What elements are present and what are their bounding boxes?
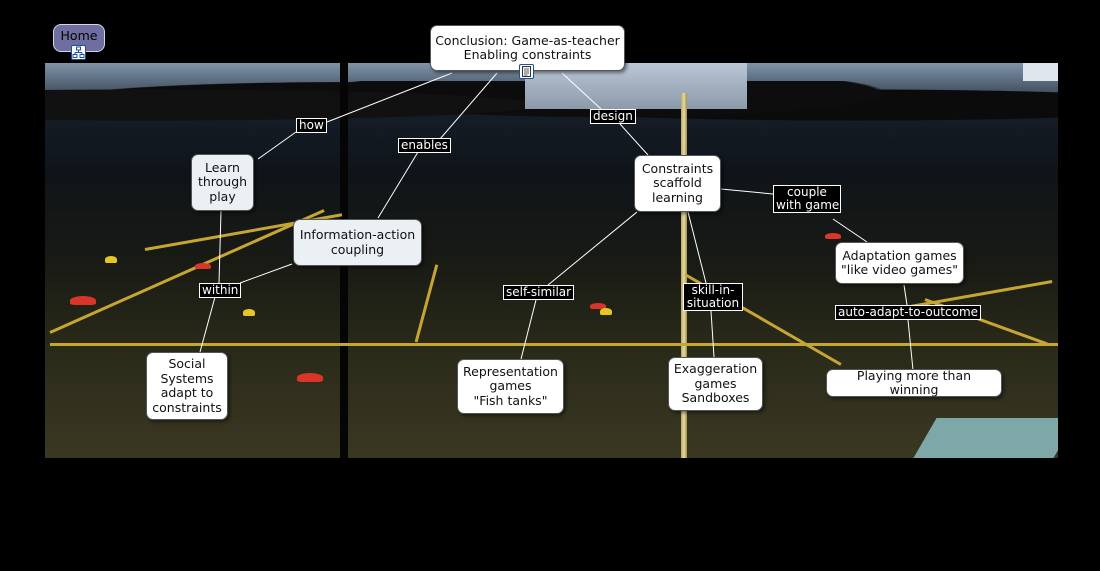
concept-text: learning	[652, 189, 703, 205]
link-line	[326, 72, 453, 123]
concept-text: Systems	[160, 370, 214, 386]
document-icon[interactable]	[519, 64, 534, 79]
concept-text: Social	[168, 356, 206, 371]
concept-text: Adaptation games	[842, 247, 957, 263]
hoop-pole	[681, 93, 687, 458]
link-line	[907, 319, 914, 371]
concept-text: adapt to	[160, 385, 214, 400]
concept-text: Exaggeration	[673, 361, 758, 377]
link-line	[619, 123, 649, 156]
link-line	[377, 151, 419, 219]
concept-social-systems[interactable]: Social Systems adapt to constraints	[146, 352, 228, 420]
concept-adaptation-games[interactable]: Adaptation games "like video games"	[835, 242, 964, 284]
concept-playing-more-than-winning[interactable]: Playing more than winning	[826, 367, 1002, 397]
concept-conclusion[interactable]: Conclusion: Game-as-teacher Enabling con…	[430, 25, 625, 71]
link-text: self-similar	[506, 285, 572, 299]
court-line	[50, 343, 1058, 346]
concept-text: constraints	[152, 399, 222, 415]
link-text: enables	[401, 138, 448, 152]
concept-text: play	[209, 188, 236, 204]
concept-text: Learn	[205, 159, 240, 175]
concept-information-action-coupling[interactable]: Information-action coupling	[293, 219, 422, 266]
concept-text: through	[197, 174, 248, 190]
link-text: how	[299, 118, 324, 132]
cone	[195, 263, 211, 269]
link-line	[257, 131, 297, 160]
concept-text: "Fish tanks"	[473, 392, 548, 408]
concept-text: Sandboxes	[681, 390, 750, 406]
link-text: skill-in-	[691, 283, 735, 297]
link-text: within	[202, 283, 239, 297]
concept-text: games	[694, 375, 737, 391]
sky-patch	[1023, 63, 1058, 81]
link-text: couple	[787, 185, 827, 199]
concept-constraints-scaffold-learning[interactable]: Constraints scaffold learning	[634, 155, 721, 212]
link-label-enables[interactable]: enables	[398, 138, 451, 153]
link-label-within[interactable]: within	[199, 283, 242, 298]
link-line	[832, 218, 868, 243]
home-button-label: Home	[60, 28, 98, 43]
concept-learn-through-play[interactable]: Learn through play	[191, 154, 254, 211]
cone	[600, 308, 612, 315]
link-line	[439, 72, 498, 140]
link-text: auto-adapt-to-outcome	[838, 305, 979, 319]
concept-map-icon[interactable]	[71, 45, 86, 60]
concept-representation-games[interactable]: Representation games "Fish tanks"	[457, 359, 564, 414]
link-line	[903, 284, 908, 306]
cone	[825, 233, 841, 239]
link-label-how[interactable]: how	[296, 118, 327, 133]
concept-text: Conclusion: Game-as-teacher	[435, 32, 620, 48]
link-text: design	[593, 109, 633, 123]
link-label-skill-in-situation[interactable]: skill-in- situation	[683, 283, 743, 311]
concept-text: scaffold	[653, 175, 702, 191]
concept-text: Enabling constraints	[463, 47, 592, 62]
link-label-self-similar[interactable]: self-similar	[503, 285, 575, 300]
cone	[590, 303, 606, 309]
concept-exaggeration-games[interactable]: Exaggeration games Sandboxes	[668, 357, 763, 411]
link-line	[520, 299, 537, 360]
link-line	[199, 296, 216, 353]
link-line	[561, 72, 602, 110]
concept-text: Representation	[463, 363, 558, 379]
concept-text: "like video games"	[841, 262, 958, 277]
concept-text: Information-action	[299, 227, 416, 242]
link-label-auto-adapt-to-outcome[interactable]: auto-adapt-to-outcome	[835, 305, 982, 320]
link-line	[547, 211, 638, 286]
concept-text: Playing more than winning	[856, 367, 972, 397]
concept-text: coupling	[330, 241, 385, 257]
link-label-couple-with-game[interactable]: couple with game	[773, 185, 841, 213]
link-line	[218, 210, 222, 284]
link-line	[239, 263, 293, 284]
link-line	[687, 211, 707, 284]
cone	[297, 373, 323, 382]
link-label-design[interactable]: design	[590, 109, 636, 124]
cone	[105, 256, 117, 263]
concept-text: games	[489, 378, 532, 394]
link-text: situation	[686, 296, 740, 310]
concept-text: Constraints	[641, 160, 714, 176]
home-button[interactable]: Home	[53, 24, 105, 52]
cone	[70, 296, 96, 305]
cone	[243, 309, 255, 316]
link-text: with game	[776, 198, 840, 212]
link-line	[710, 310, 715, 358]
link-line	[720, 188, 774, 195]
